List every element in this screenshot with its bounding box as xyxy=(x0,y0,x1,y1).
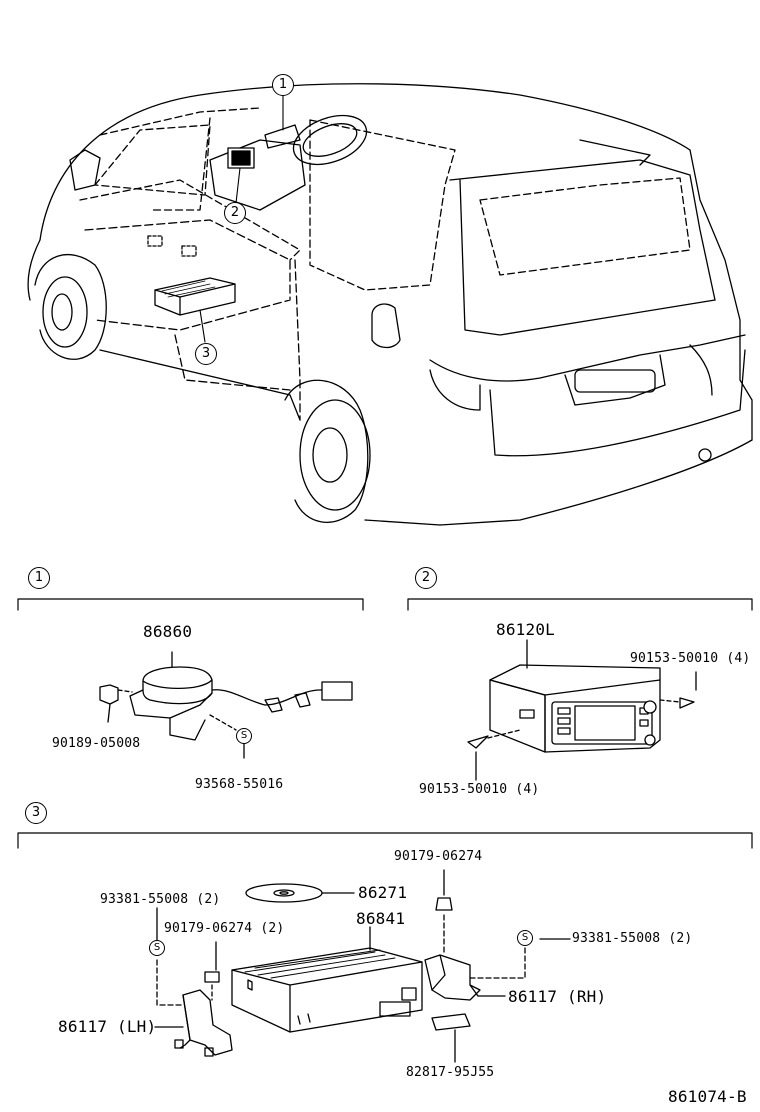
vehicle-outline xyxy=(27,83,753,526)
gps-antenna-assembly xyxy=(99,651,353,759)
section-marker-3: 3 xyxy=(25,802,47,824)
part-number-86841: 86841 xyxy=(356,909,406,928)
part-number-93568-55016: 93568-55016 xyxy=(195,777,284,792)
part-number-86120l: 86120L xyxy=(496,620,555,639)
part-number-90189-05008: 90189-05008 xyxy=(52,736,141,751)
vehicle-callout-leaders xyxy=(199,95,284,343)
section-marker-2: 2 xyxy=(415,567,437,589)
part-number-90179-06274-left: 90179-06274 (2) xyxy=(164,921,285,936)
part-number-93381-55008-left: 93381-55008 (2) xyxy=(100,892,221,907)
part-number-93381-55008-right: 93381-55008 (2) xyxy=(572,931,693,946)
part-number-82817-95j55: 82817-95J55 xyxy=(406,1065,495,1080)
screw-marker: S xyxy=(517,930,533,946)
section-frames xyxy=(17,598,753,849)
part-number-86117-rh: 86117 (RH) xyxy=(508,987,607,1006)
part-number-90153-50010-bottom: 90153-50010 (4) xyxy=(419,782,540,797)
section-marker-1: 1 xyxy=(28,567,50,589)
part-number-86271: 86271 xyxy=(358,883,408,902)
callout-3: 3 xyxy=(195,343,217,365)
callout-2: 2 xyxy=(224,202,246,224)
part-number-86117-lh: 86117 (LH) xyxy=(58,1017,157,1036)
screw-marker: S xyxy=(149,940,165,956)
figure-id: 861074-B xyxy=(668,1087,747,1106)
part-number-86860: 86860 xyxy=(143,622,193,641)
navigation-head-unit-assembly xyxy=(467,639,697,781)
screw-marker: S xyxy=(236,728,252,744)
amplifier-assembly xyxy=(154,869,571,1063)
part-number-90153-50010-top: 90153-50010 (4) xyxy=(630,651,751,666)
callout-1: 1 xyxy=(272,74,294,96)
part-number-90179-06274-top: 90179-06274 xyxy=(394,849,483,864)
